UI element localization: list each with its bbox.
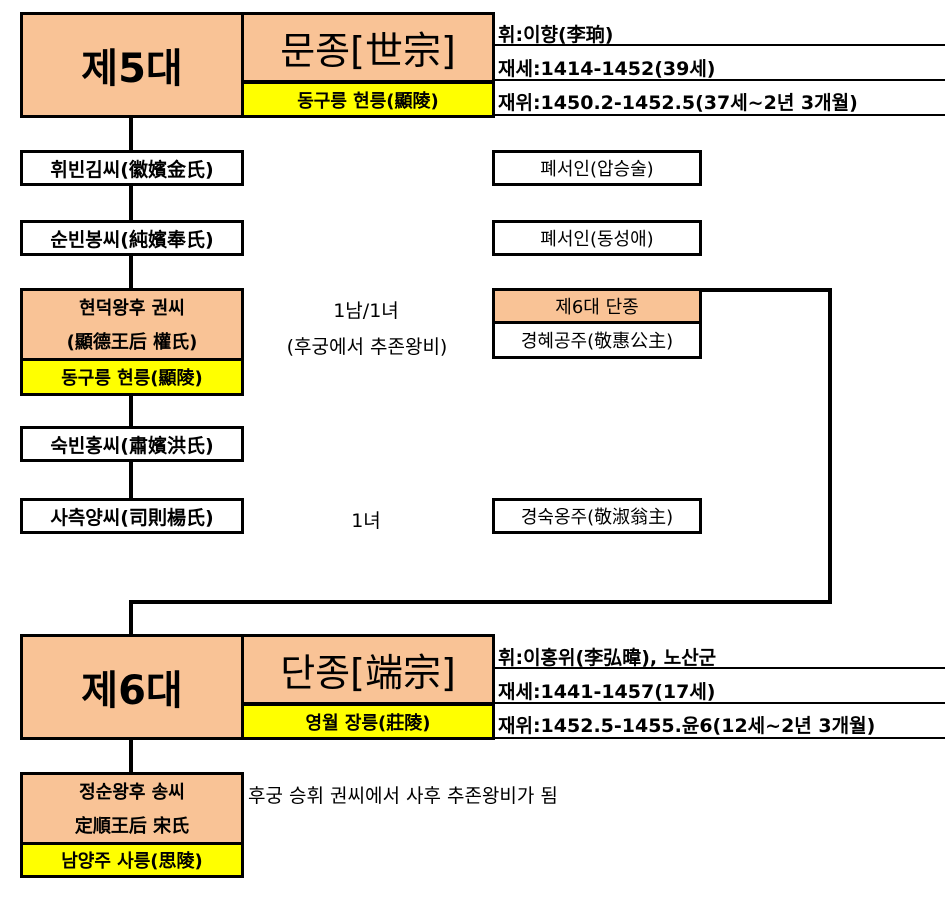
queen-hyeondeok-name1: 현덕왕후 권씨: [20, 288, 244, 326]
king-6-tomb: 영월 장릉(莊陵): [241, 703, 495, 740]
king-5-tomb: 동구릉 현릉(顯陵): [241, 81, 495, 118]
info-underline: [495, 737, 945, 739]
link-line-6th: [700, 288, 832, 292]
king-6-reign: 재위:1452.5-1455.윤6(12세~2년 3개월): [498, 715, 876, 737]
child-gyeongsuk: 경숙옹주(敬淑翁主): [492, 498, 702, 534]
king-6-life: 재세:1441-1457(17세): [498, 681, 716, 703]
generation-5-label: 제5대: [20, 12, 244, 118]
drop-line-6th: [828, 288, 832, 604]
trunk-line-6: [129, 738, 133, 774]
queen-hyeondeok-name2: (顯德王后 權氏): [20, 323, 244, 361]
note-jeongsun: 후궁 승휘 권씨에서 사후 추존왕비가 됨: [248, 785, 558, 807]
consort-sacheuk-yang: 사측양씨(司則楊氏): [20, 498, 244, 534]
trunk-line-6-top: [129, 600, 133, 636]
child-sunbin: 폐서인(동성애): [492, 220, 702, 256]
king-5-reign: 재위:1450.2-1452.5(37세~2년 3개월): [498, 92, 858, 114]
info-underline: [495, 44, 945, 46]
info-underline: [495, 702, 945, 704]
info-underline: [495, 114, 945, 116]
queen-jeongsun-name2: 定順王后 宋氏: [20, 807, 244, 845]
children-count-yang: 1녀: [351, 510, 381, 532]
king-5-name: 문종[世宗]: [241, 12, 495, 83]
note-hyeondeok: (후궁에서 추존왕비): [286, 336, 448, 358]
generation-6-label: 제6대: [20, 634, 244, 740]
child-huibin: 폐서인(압승술): [492, 150, 702, 186]
consort-sunbin-bong: 순빈봉씨(純嬪奉氏): [20, 220, 244, 256]
bottom-link-line: [129, 600, 832, 604]
children-count-hyeondeok: 1남/1녀: [333, 300, 399, 322]
child-danjong: 제6대 단종: [492, 288, 702, 324]
queen-jeongsun-name1: 정순왕후 송씨: [20, 772, 244, 810]
king-5-hwi: 휘:이향(李珦): [498, 24, 614, 46]
king-6-name: 단종[端宗]: [241, 634, 495, 705]
consort-huibin-kim: 휘빈김씨(徽嬪金氏): [20, 150, 244, 186]
info-underline: [495, 667, 945, 669]
king-6-hwi: 휘:이홍위(李弘暐), 노산군: [498, 647, 717, 669]
child-gyeonghye: 경혜공주(敬惠公主): [492, 321, 702, 359]
queen-jeongsun-tomb: 남양주 사릉(思陵): [20, 842, 244, 878]
info-underline: [495, 79, 945, 81]
consort-sukbin-hong: 숙빈홍씨(肅嬪洪氏): [20, 426, 244, 462]
king-5-life: 재세:1414-1452(39세): [498, 58, 716, 80]
queen-hyeondeok-tomb: 동구릉 현릉(顯陵): [20, 358, 244, 396]
